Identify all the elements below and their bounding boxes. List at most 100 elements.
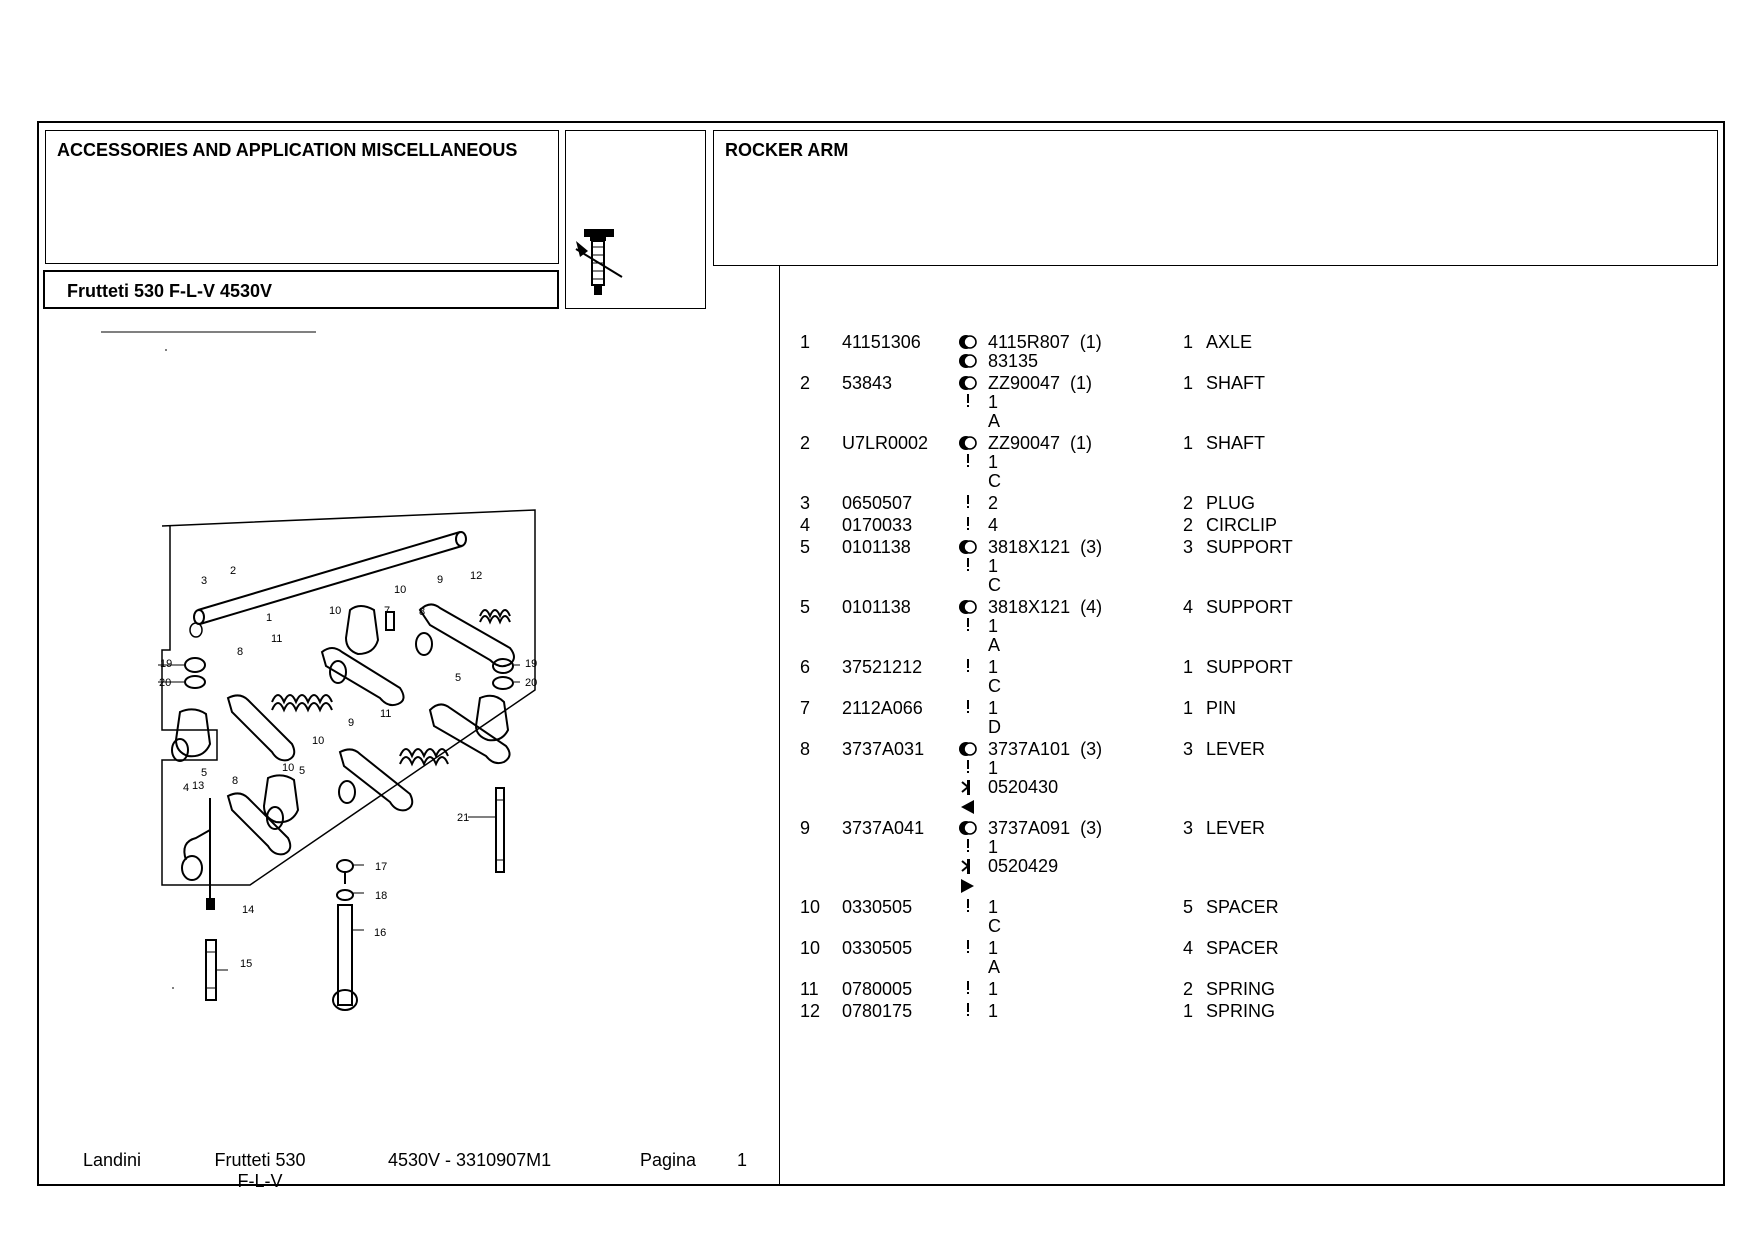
symbol-column — [957, 494, 979, 513]
dot-circle-icon — [957, 333, 979, 352]
footer-model: Frutteti 530 F-L-V — [214, 1150, 306, 1192]
ref-number: 10 — [800, 897, 821, 917]
callout-17: 17 — [375, 861, 388, 873]
quantity: 2 — [1183, 515, 1194, 535]
quantity: 2 — [1183, 493, 1194, 513]
callout-18: 18 — [375, 890, 388, 902]
symbol-column — [957, 740, 979, 816]
code-line: C — [988, 916, 1001, 936]
code-line: 4115R807 (1) — [988, 332, 1102, 352]
blank-symbol — [957, 412, 979, 431]
exclamation-icon — [957, 393, 979, 412]
part-number: 41151306 — [842, 332, 921, 352]
footer-code: 4530V - 3310907M1 — [388, 1150, 552, 1170]
y-mark-icon — [957, 778, 979, 797]
ref-number: 11 — [800, 979, 819, 999]
code-column: 1 — [988, 1002, 998, 1021]
ref-number: 8 — [800, 739, 811, 759]
blank-symbol — [957, 718, 979, 737]
description: SUPPORT — [1206, 597, 1293, 617]
callout-10: 10 — [312, 735, 325, 747]
symbol-column — [957, 658, 979, 696]
footer-model-line1: Frutteti 530 — [214, 1150, 306, 1170]
blank-symbol — [957, 917, 979, 936]
ref-number: 3 — [800, 493, 811, 513]
part-number: 0101138 — [842, 537, 911, 557]
symbol-column — [957, 598, 979, 655]
blank-symbol — [957, 958, 979, 977]
quantity: 3 — [1183, 739, 1194, 759]
quantity: 2 — [1183, 979, 1194, 999]
callout-11: 11 — [380, 708, 392, 720]
code-column: 4 — [988, 516, 998, 535]
code-line: ZZ90047 (1) — [988, 433, 1093, 453]
symbol-column — [957, 374, 979, 431]
ref-number: 5 — [800, 537, 811, 557]
dot-circle-icon — [957, 434, 979, 453]
quantity: 1 — [1183, 373, 1194, 393]
ref-number: 10 — [800, 938, 821, 958]
callout-5: 5 — [455, 672, 462, 684]
code-line: A — [988, 635, 1001, 655]
description: PIN — [1206, 698, 1237, 718]
code-column: 1 — [988, 980, 998, 999]
ref-number: 5 — [800, 597, 811, 617]
ref-number: 4 — [800, 515, 811, 535]
footer-page-number: 1 — [737, 1150, 748, 1170]
callout-5: 5 — [299, 765, 306, 777]
callout-20: 20 — [159, 677, 172, 689]
callout-4: 4 — [183, 782, 190, 794]
callout-12: 12 — [470, 570, 483, 582]
y-mark-icon — [957, 857, 979, 876]
code-line: 1 — [988, 657, 999, 677]
code-line — [988, 876, 1102, 895]
part-number: U7LR0002 — [842, 433, 929, 453]
exclamation-icon — [957, 617, 979, 636]
ref-number: 2 — [800, 373, 811, 393]
footer-model-line2: F-L-V — [237, 1171, 283, 1191]
exclamation-icon — [957, 557, 979, 576]
column-divider — [779, 266, 780, 1186]
fastener-icon — [575, 229, 623, 295]
dot-circle-icon — [957, 538, 979, 557]
part-number: 37521212 — [842, 657, 923, 677]
callout-20: 20 — [525, 677, 538, 689]
code-line — [988, 797, 1102, 816]
callout-9: 9 — [437, 574, 444, 586]
model-title: Frutteti 530 F-L-V 4530V — [67, 281, 273, 301]
description: AXLE — [1206, 332, 1253, 352]
callout-8: 8 — [237, 646, 244, 658]
code-line: 3818X121 (3) — [988, 537, 1103, 557]
description: SHAFT — [1206, 433, 1266, 453]
code-line: 0520430 — [988, 777, 1059, 797]
blank-symbol — [957, 677, 979, 696]
symbol-column — [957, 333, 979, 371]
exclamation-icon — [957, 699, 979, 718]
code-column: 2 — [988, 494, 998, 513]
code-line: 3818X121 (4) — [988, 597, 1103, 617]
code-line: 1 — [988, 452, 999, 472]
quantity: 4 — [1183, 938, 1194, 958]
ref-number: 12 — [800, 1001, 821, 1021]
symbol-column — [957, 699, 979, 737]
description: SPRING — [1206, 979, 1276, 999]
code-line: 2 — [988, 493, 999, 513]
rocker-arm-exploded-diagram — [101, 331, 536, 1011]
description: SUPPORT — [1206, 657, 1293, 677]
code-line: 83135 — [988, 351, 1039, 371]
part-number: 0170033 — [842, 515, 913, 535]
exclamation-icon — [957, 1002, 979, 1021]
code-line: C — [988, 676, 1001, 696]
dot-circle-icon — [957, 740, 979, 759]
code-line: 0520429 — [988, 856, 1059, 876]
quantity: 1 — [1183, 433, 1194, 453]
callout-2: 2 — [230, 565, 237, 577]
callout-13: 13 — [192, 780, 205, 792]
callout-3: 3 — [201, 575, 208, 587]
callout-1: 1 — [266, 612, 273, 624]
